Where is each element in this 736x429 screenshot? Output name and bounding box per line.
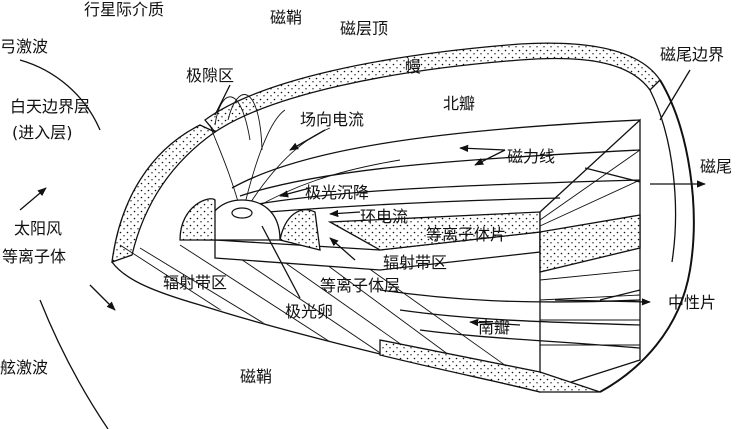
annotation-arrows	[19, 69, 706, 327]
label-neutral-sheet: 中性片	[668, 293, 716, 312]
label-north-lobe: 北瓣	[443, 94, 475, 113]
tail-cut-lines	[539, 149, 641, 346]
earth	[204, 199, 281, 241]
north-field-lines	[231, 119, 641, 213]
label-polar-cusp: 极隙区	[186, 66, 234, 85]
tail-cut-plasma	[539, 214, 641, 273]
label-field-aligned-current: 场向电流	[300, 110, 364, 129]
label-radiation-belt-left: 辐射带区	[163, 273, 227, 292]
label-dayside-boundary-1: 白天边界层	[10, 97, 90, 116]
magnetotail-outline	[599, 79, 695, 393]
magnetotail-inner-outline	[649, 89, 677, 263]
label-solar-wind-2: 等离子体	[2, 247, 66, 266]
label-magnetosheath-bottom: 磁鞘	[240, 367, 272, 386]
radiation-belt-outer	[279, 209, 321, 251]
label-radiation-belt-right: 辐射带区	[383, 253, 447, 272]
label-bow-wave: 弓激波	[0, 37, 48, 56]
label-aurora-oval: 极光卵	[285, 302, 333, 321]
label-interplanetary-medium: 行星际介质	[84, 0, 164, 19]
label-aurora-precipitation: 极光沉降	[305, 183, 369, 202]
magnetopause-band	[204, 42, 661, 133]
earth-pole	[231, 207, 253, 219]
label-south-lobe: 南瓣	[478, 318, 510, 337]
bow-shock-curve-lower	[39, 299, 109, 429]
label-ring-current: 环电流	[360, 207, 408, 226]
label-dayside-boundary-2: (进入层)	[12, 123, 73, 142]
label-magnetosheath-top: 磁鞘	[270, 8, 302, 27]
label-magnetotail-boundary: 磁尾边界	[660, 45, 724, 64]
label-mantle: 幔	[405, 57, 421, 76]
label-magnetopause: 磁层顶	[340, 19, 388, 38]
label-field-lines: 磁力线	[507, 147, 555, 166]
bottom-sheath-strip	[379, 339, 601, 393]
bow-shock-curve	[19, 59, 101, 131]
label-solar-wind-1: 太阳风	[14, 219, 62, 238]
dayside-boundary-layer	[111, 124, 217, 263]
label-magnetotail: 磁尾	[700, 157, 732, 176]
label-plasma-sheet: 等离子体片	[426, 225, 506, 244]
label-plasma-layer: 等离子体层	[320, 276, 400, 295]
radiation-belt-inner	[179, 198, 216, 241]
label-bow-shock: 舷激波	[0, 358, 48, 377]
